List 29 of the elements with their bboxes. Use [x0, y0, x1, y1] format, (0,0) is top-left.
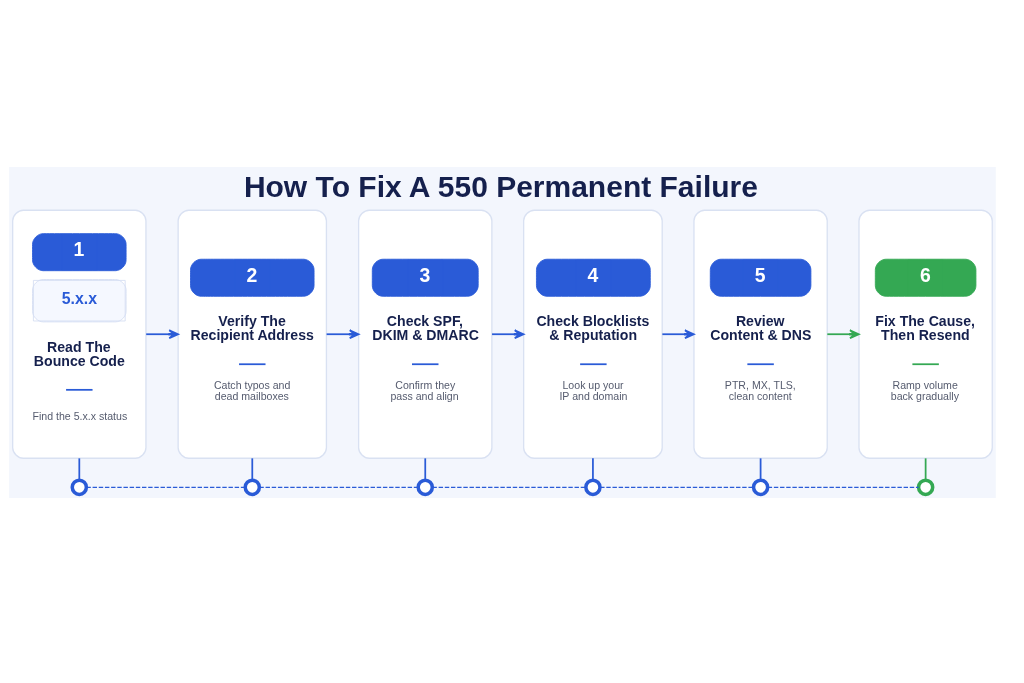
connector	[431, 486, 587, 488]
arrow	[661, 328, 695, 339]
node-box: 4 Check Blocklists & Reputation Look up your IP and domain	[523, 209, 663, 459]
connector	[924, 456, 927, 481]
arrow	[826, 328, 860, 339]
diagram-title: How To Fix A 550 Permanent Failure	[243, 169, 758, 203]
node-circle	[416, 478, 435, 496]
connector	[599, 486, 755, 488]
node-circle	[584, 478, 602, 496]
arrow	[491, 328, 525, 339]
connector	[759, 456, 762, 481]
node-circle	[70, 478, 89, 496]
connector	[258, 486, 419, 488]
node-circle	[916, 478, 935, 496]
node-box: 1 5.x.x Read The Bounce Code Find the 5.x.x status	[12, 209, 147, 459]
node-box: 3 Check SPF, DKIM & DMARC Confirm they pass and align	[357, 209, 493, 459]
connector	[592, 456, 594, 481]
node-circle	[243, 478, 262, 496]
arrow	[325, 328, 360, 339]
connector	[85, 486, 246, 488]
connector	[424, 456, 427, 481]
node-box: 2 Verify The Recipient Address Catch typos and dead mailboxes	[177, 209, 328, 459]
node-box: 5 Review Content & DNS PTR, MX, TLS, clean content	[693, 209, 828, 459]
connector	[78, 456, 81, 481]
node-circle	[751, 478, 770, 496]
connector	[767, 486, 920, 488]
arrow	[145, 328, 179, 339]
connector	[251, 456, 254, 481]
node-box: 6 Fix The Cause, Then Resend Ramp volume back gradually	[858, 209, 993, 459]
